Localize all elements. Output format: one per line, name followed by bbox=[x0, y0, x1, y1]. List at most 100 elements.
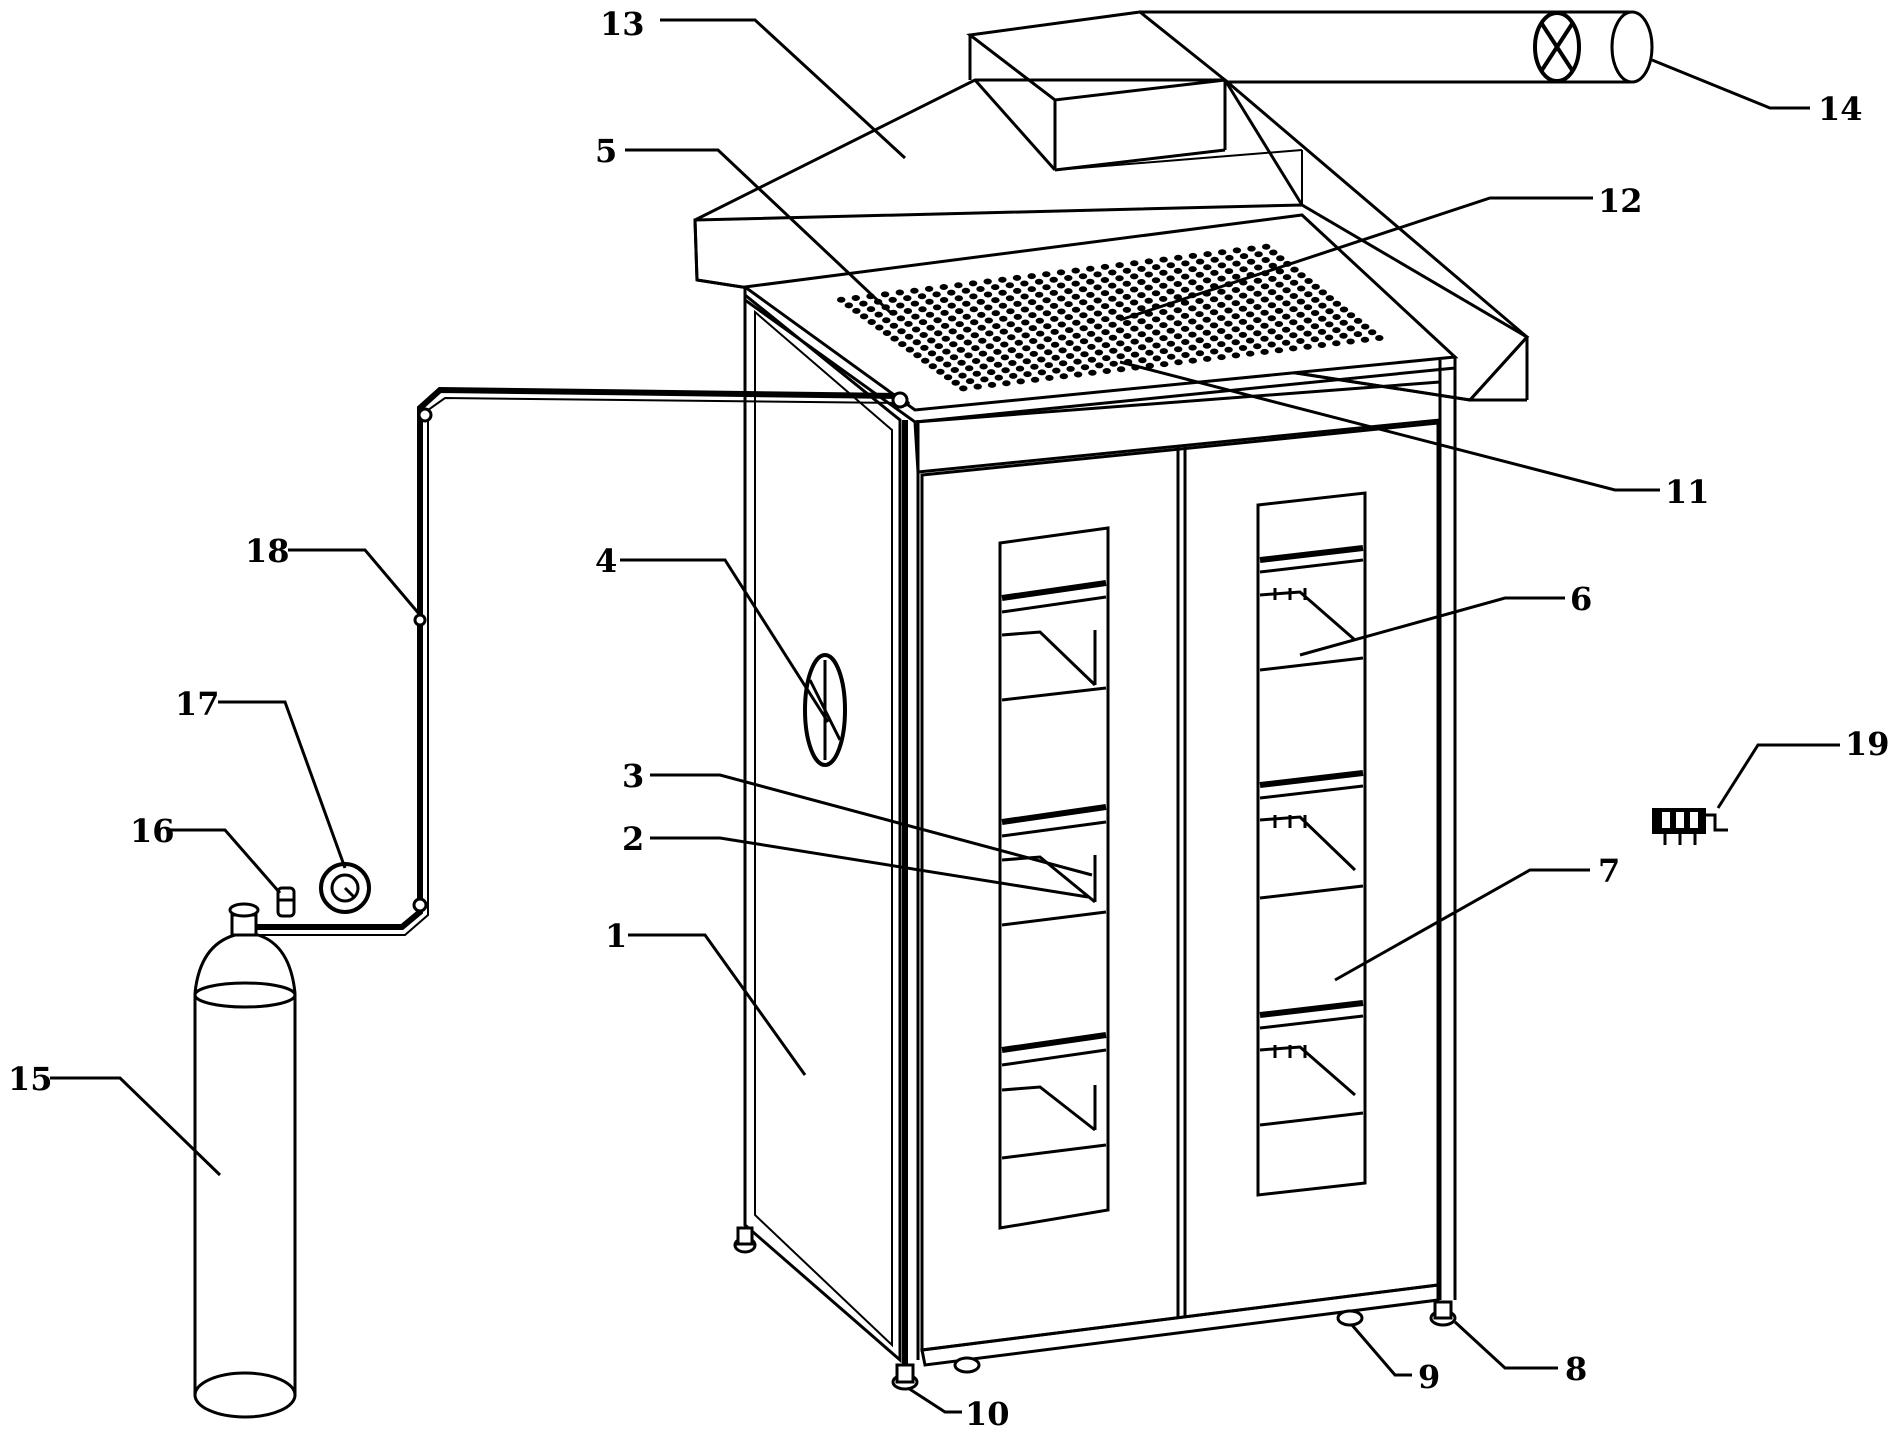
perforation-hole bbox=[1290, 266, 1299, 273]
perforation-hole bbox=[1152, 329, 1161, 336]
perforation-hole bbox=[1260, 283, 1270, 290]
perforation-hole bbox=[1027, 286, 1037, 293]
perforation-hole bbox=[976, 298, 985, 305]
perforation-hole bbox=[1339, 306, 1349, 313]
label-7: 7 bbox=[1598, 852, 1620, 890]
perforation-hole bbox=[1310, 323, 1320, 330]
perforation-hole bbox=[932, 291, 941, 298]
perforation-hole bbox=[1044, 362, 1054, 369]
perforation-hole bbox=[1108, 295, 1117, 302]
perforation-hole bbox=[904, 320, 913, 327]
perforation-hole bbox=[1254, 251, 1263, 258]
perforation-hole bbox=[1232, 247, 1242, 254]
perforation-hole bbox=[1066, 365, 1075, 372]
perforation-hole bbox=[1021, 319, 1030, 326]
perforation-hole bbox=[1296, 324, 1305, 331]
part-labels: 13 14 5 12 11 4 6 18 17 19 3 2 16 7 1 15… bbox=[8, 5, 1890, 1432]
perforation-hole bbox=[1159, 282, 1168, 289]
perforation-hole bbox=[1224, 294, 1233, 301]
perforation-hole bbox=[1034, 278, 1044, 285]
perforation-hole bbox=[1209, 322, 1219, 329]
perforation-hole bbox=[1253, 304, 1262, 310]
perforation-hole bbox=[1188, 344, 1197, 351]
perforation-hole bbox=[1129, 299, 1139, 306]
perforation-hole bbox=[1261, 257, 1270, 263]
perforation-hole bbox=[1065, 340, 1074, 346]
perforation-hole bbox=[1013, 300, 1022, 307]
perforation-hole bbox=[983, 278, 992, 285]
perforation-hole bbox=[1267, 289, 1277, 296]
perforation-hole bbox=[1071, 306, 1081, 313]
perforation-hole bbox=[918, 306, 927, 313]
perforation-hole bbox=[979, 363, 988, 370]
perforation-hole bbox=[1035, 317, 1045, 324]
perforation-hole bbox=[1005, 282, 1014, 289]
perforation-hole bbox=[1245, 337, 1255, 344]
perforation-hole bbox=[1310, 336, 1320, 343]
perforation-hole bbox=[1052, 367, 1061, 374]
perforation-hole bbox=[965, 365, 974, 372]
perforation-hole bbox=[1035, 291, 1044, 298]
perforation-hole bbox=[1027, 273, 1036, 280]
perforation-hole bbox=[903, 295, 912, 302]
perforation-hole bbox=[991, 284, 1000, 291]
perforation-hole bbox=[1064, 301, 1073, 308]
perforation-hole bbox=[1317, 328, 1327, 335]
perforation-hole bbox=[1210, 256, 1219, 263]
perforation-hole bbox=[1144, 258, 1154, 265]
label-13: 13 bbox=[600, 5, 645, 43]
perforation-hole bbox=[1027, 299, 1037, 306]
perforation-hole bbox=[852, 307, 861, 314]
perforation-hole bbox=[1174, 359, 1183, 366]
perforation-hole bbox=[1086, 265, 1095, 272]
perforation-hole bbox=[1072, 319, 1081, 326]
perforation-hole bbox=[1282, 300, 1291, 307]
perforation-hole bbox=[921, 357, 930, 364]
perforation-hole bbox=[1151, 277, 1161, 284]
perforation-hole bbox=[1036, 343, 1045, 350]
perforation-hole bbox=[1080, 351, 1089, 358]
perforation-hole bbox=[882, 317, 891, 324]
perforation-hole bbox=[1181, 260, 1190, 267]
perforation-hole bbox=[984, 304, 993, 311]
perforation-hole bbox=[897, 328, 906, 335]
perforation-hole bbox=[1181, 339, 1190, 345]
perforation-hole bbox=[935, 355, 944, 362]
perforation-hole bbox=[1217, 315, 1226, 321]
perforation-hole bbox=[1195, 298, 1204, 304]
perforation-hole bbox=[1217, 262, 1227, 269]
perforation-hole bbox=[963, 339, 972, 346]
perforation-hole bbox=[1065, 353, 1075, 359]
perforation-hole bbox=[890, 335, 899, 342]
perforation-hole bbox=[1079, 338, 1089, 345]
perforation-hole bbox=[903, 308, 913, 314]
perforation-hole bbox=[1159, 335, 1168, 342]
perforation-hole bbox=[1029, 338, 1038, 344]
perforation-hole bbox=[1231, 352, 1241, 359]
perforation-hole bbox=[1151, 290, 1161, 297]
perforation-hole bbox=[962, 313, 971, 320]
perforation-hole bbox=[1093, 323, 1103, 330]
perforation-hole bbox=[1020, 306, 1030, 313]
perforation-hole bbox=[999, 315, 1008, 322]
perforation-hole bbox=[859, 300, 868, 307]
perforation-hole bbox=[1245, 311, 1255, 318]
perforation-hole bbox=[1173, 320, 1183, 327]
perforation-hole bbox=[1246, 298, 1255, 305]
perforation-hole bbox=[1057, 308, 1066, 315]
perforation-hole bbox=[1138, 357, 1147, 364]
perforation-hole bbox=[1056, 269, 1066, 276]
perforation-hole bbox=[1166, 275, 1175, 282]
perforation-hole bbox=[924, 285, 934, 292]
perforation-hole bbox=[1325, 308, 1334, 315]
perforation-hole bbox=[1339, 319, 1348, 326]
perforation-hole bbox=[1071, 267, 1080, 274]
perforation-hole bbox=[1115, 327, 1125, 334]
perforation-hole bbox=[1231, 326, 1240, 333]
perforation-hole bbox=[1108, 282, 1117, 289]
perforation-hole bbox=[1274, 307, 1284, 314]
perforation-hole bbox=[1247, 245, 1256, 252]
perforation-hole bbox=[1115, 288, 1124, 295]
perforation-hole bbox=[1218, 249, 1227, 256]
